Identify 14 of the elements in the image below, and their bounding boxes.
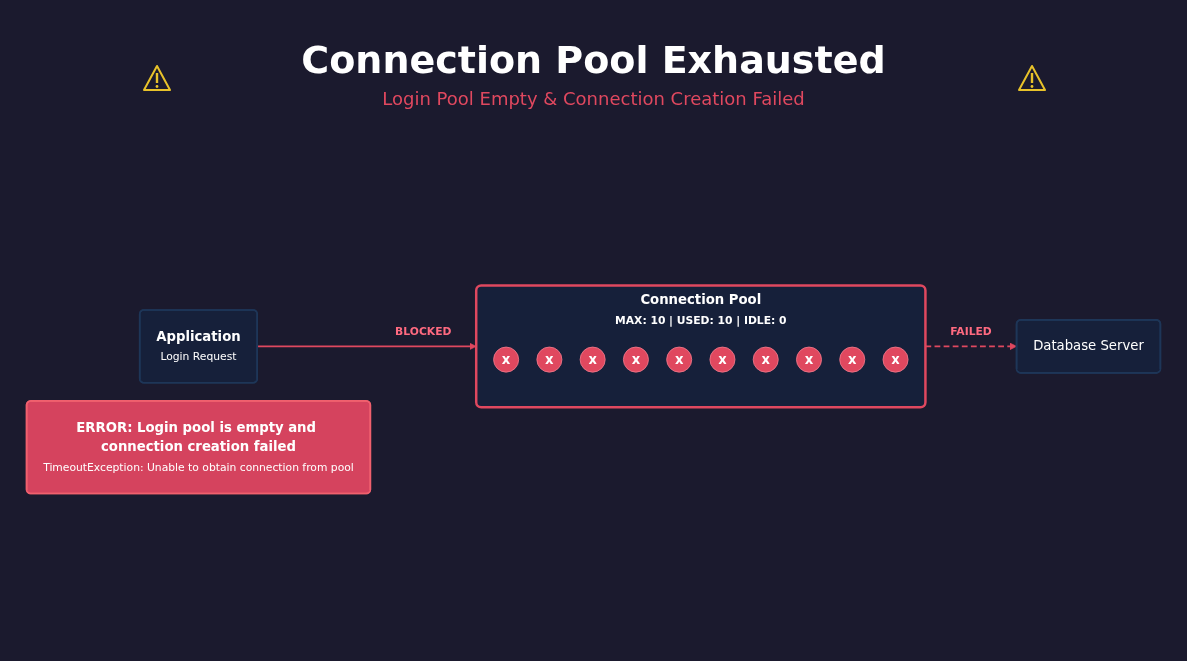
node-circle: x [796,346,822,373]
node-circle: x [752,346,779,373]
node-circle: x [493,346,520,373]
node-circle: x [536,346,563,373]
node-circle: x [579,346,606,373]
node-circle: x [622,346,649,373]
node-circle: x [666,346,693,373]
node-circle: x [839,346,866,373]
node-circle: x [882,346,909,373]
edge-label: BLOCKED [395,325,452,338]
subtitle: Login Pool Empty & Connection Creation Failed [382,88,805,109]
node-circle: x [709,346,736,373]
diagram-title: Connection Pool Exhausted [301,38,886,82]
edge-label: FAILED [950,325,992,338]
